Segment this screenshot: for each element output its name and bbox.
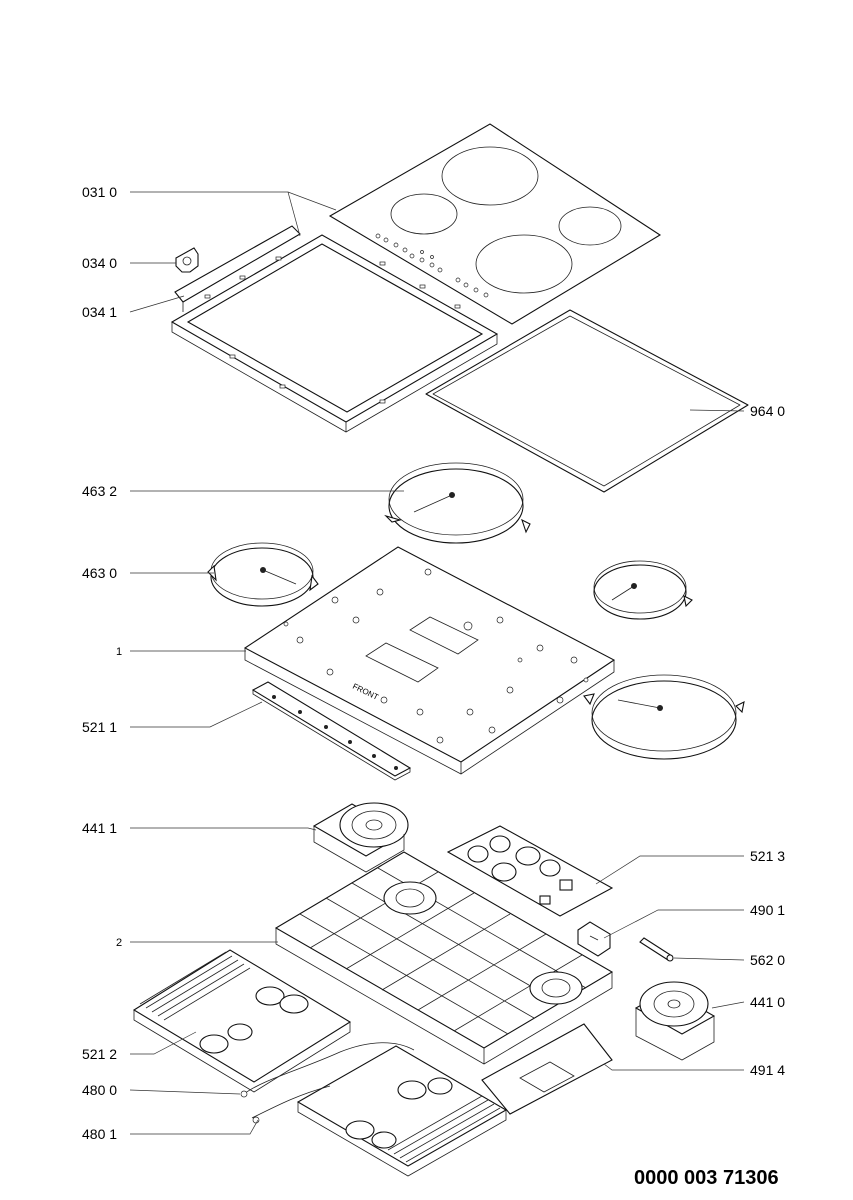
cooktop-frame xyxy=(170,225,499,433)
induction-coil-right-large xyxy=(583,674,745,760)
label-031-0: 031 0 xyxy=(82,184,117,200)
cooling-fan-left xyxy=(312,802,409,873)
label-034-0: 034 0 xyxy=(82,255,117,271)
label-2: 2 xyxy=(116,937,122,949)
label-521-3: 521 3 xyxy=(750,848,785,864)
label-463-0: 463 0 xyxy=(82,565,117,581)
plate-holes xyxy=(283,568,589,744)
label-480-0: 480 0 xyxy=(82,1082,117,1098)
label-441-1: 441 1 xyxy=(82,820,117,836)
heatsink-fins-left xyxy=(139,951,251,1021)
induction-coil-large xyxy=(384,462,531,544)
bracket xyxy=(577,921,611,957)
carrier-plate xyxy=(481,1023,613,1115)
leader-lines xyxy=(129,191,745,1135)
label-562-0: 562 0 xyxy=(750,952,785,968)
label-480-1: 480 1 xyxy=(82,1126,117,1142)
heatsink-fins-right xyxy=(387,1095,501,1163)
filter-board-left xyxy=(132,949,352,1093)
document-number: 0000 003 71306 xyxy=(634,1167,779,1189)
label-521-2: 521 2 xyxy=(82,1046,117,1062)
glass-cooktop-top xyxy=(328,123,662,325)
induction-coil-right-small xyxy=(593,560,693,620)
part-labels: 031 0 034 0 034 1 964 0 463 2 463 0 1 52… xyxy=(82,184,785,1142)
touch-control-dots xyxy=(375,233,489,298)
cooling-fan-right xyxy=(634,981,716,1061)
support-plate: FRONT xyxy=(243,546,616,775)
label-1: 1 xyxy=(116,646,122,658)
label-964-0: 964 0 xyxy=(750,403,785,419)
cable-harness xyxy=(240,1042,415,1124)
filter-board-right xyxy=(296,1045,508,1177)
label-491-4: 491 4 xyxy=(750,1062,785,1078)
label-490-1: 490 1 xyxy=(750,902,785,918)
frame-slots xyxy=(204,256,461,404)
clip xyxy=(175,247,199,273)
induction-coil-left xyxy=(207,542,319,607)
label-521-1: 521 1 xyxy=(82,719,117,735)
power-board xyxy=(446,825,614,917)
label-034-1: 034 1 xyxy=(82,304,117,320)
gasket-seal xyxy=(425,309,749,493)
control-board-strip xyxy=(251,681,412,781)
fuse xyxy=(639,937,674,962)
base-chassis xyxy=(274,851,614,1065)
label-463-2: 463 2 xyxy=(82,483,117,499)
label-441-0: 441 0 xyxy=(750,994,785,1010)
